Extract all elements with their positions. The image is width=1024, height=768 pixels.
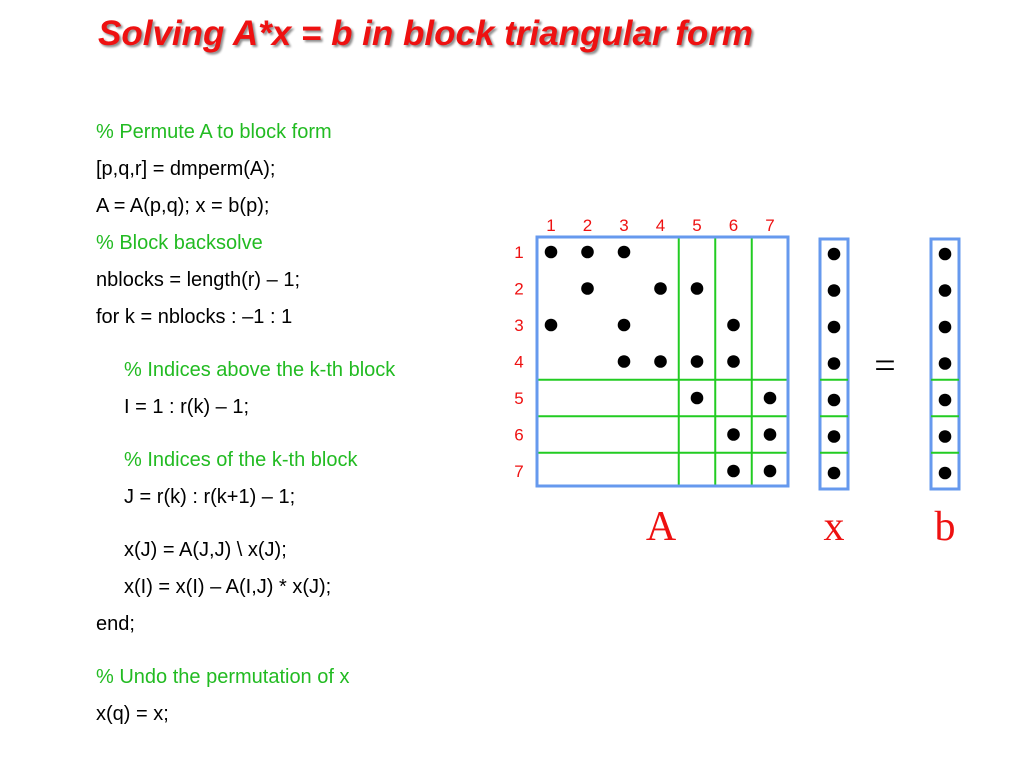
nonzero-entry <box>581 282 594 295</box>
vector-entry <box>938 393 952 407</box>
code-line: A = A(p,q); x = b(p); <box>96 195 270 217</box>
nonzero-entry <box>581 245 594 259</box>
vector-entry <box>938 320 952 334</box>
code-comment-line: % Indices above the k-th block <box>124 359 396 381</box>
vector-x-block-lines <box>820 378 848 454</box>
vector-b-block-lines <box>931 378 959 454</box>
matrix-a-border <box>535 235 790 488</box>
column-index-labels: 1 2 3 4 5 6 7 <box>546 216 774 235</box>
slide-title: Solving A*x = b in block triangular form <box>98 14 754 53</box>
row-index-label: 5 <box>514 389 523 408</box>
column-index-label: 2 <box>583 216 592 235</box>
nonzero-entry <box>727 428 740 441</box>
matrix-a-label: A <box>646 504 677 550</box>
row-index-labels: 1 2 3 4 5 6 7 <box>514 243 523 481</box>
column-index-label: 1 <box>546 216 555 235</box>
vector-entry <box>938 247 952 261</box>
code-line: J = r(k) : r(k+1) – 1; <box>124 486 296 508</box>
vector-entry <box>827 466 841 480</box>
code-line: x(J) = A(J,J) \ x(J); <box>124 539 287 561</box>
code-listing: % Permute A to block form [p,q,r] = dmper… <box>96 118 496 737</box>
vector-b-label: b <box>935 504 956 550</box>
equals-sign: = <box>874 345 895 387</box>
vector-entry <box>827 430 841 443</box>
row-index-label: 7 <box>514 462 523 481</box>
vector-entry <box>938 466 952 480</box>
nonzero-entry <box>654 355 667 368</box>
vector-entry <box>827 284 841 297</box>
row-index-label: 6 <box>514 426 523 445</box>
nonzero-entry <box>544 318 558 332</box>
nonzero-entry <box>727 355 740 368</box>
row-index-label: 3 <box>514 316 523 335</box>
vector-entry <box>938 357 952 370</box>
code-line: nblocks = length(r) – 1; <box>96 269 300 291</box>
code-line: end; <box>96 613 135 635</box>
nonzero-entry <box>617 245 631 259</box>
nonzero-entry <box>690 355 704 368</box>
matrix-nonzeros <box>544 245 777 478</box>
nonzero-entry <box>727 464 740 478</box>
code-line: [p,q,r] = dmperm(A); <box>96 158 276 180</box>
vector-entry <box>827 357 841 370</box>
column-index-label: 5 <box>692 216 701 235</box>
column-index-label: 7 <box>765 216 774 235</box>
code-line: x(I) = x(I) – A(I,J) * x(J); <box>124 576 332 598</box>
code-line: for k = nblocks : –1 : 1 <box>96 306 293 328</box>
vector-entry <box>938 284 952 297</box>
code-comment-line: % Permute A to block form <box>96 121 332 143</box>
nonzero-entry <box>727 318 740 332</box>
vector-x-label: x <box>824 504 845 550</box>
row-index-label: 4 <box>514 353 523 372</box>
nonzero-entry <box>763 428 777 441</box>
code-line: I = 1 : r(k) – 1; <box>124 396 250 418</box>
vector-entry <box>827 320 841 334</box>
code-line: x(q) = x; <box>96 703 169 725</box>
vector-entry <box>827 247 841 261</box>
nonzero-entry <box>654 282 667 295</box>
nonzero-entry <box>690 391 704 405</box>
vector-entry <box>827 393 841 407</box>
code-comment-line: % Block backsolve <box>96 232 263 254</box>
vector-x-entries <box>827 247 841 480</box>
nonzero-entry <box>544 245 558 259</box>
column-index-label: 4 <box>656 216 665 235</box>
block-partition-lines <box>537 237 788 486</box>
row-index-label: 1 <box>514 243 523 262</box>
column-index-label: 3 <box>619 216 628 235</box>
vector-x-border <box>818 237 850 491</box>
vector-b-border <box>929 237 961 491</box>
nonzero-entry <box>763 464 777 478</box>
code-comment-line: % Undo the permutation of x <box>96 666 350 688</box>
nonzero-entry <box>617 355 631 368</box>
vector-entry <box>938 430 952 443</box>
nonzero-entry <box>763 391 777 405</box>
nonzero-entry <box>617 318 631 332</box>
code-comment-line: % Indices of the k-th block <box>124 449 358 471</box>
vector-b-entries <box>938 247 952 480</box>
row-index-label: 2 <box>514 280 523 299</box>
nonzero-entry <box>690 282 704 295</box>
column-index-label: 6 <box>729 216 738 235</box>
